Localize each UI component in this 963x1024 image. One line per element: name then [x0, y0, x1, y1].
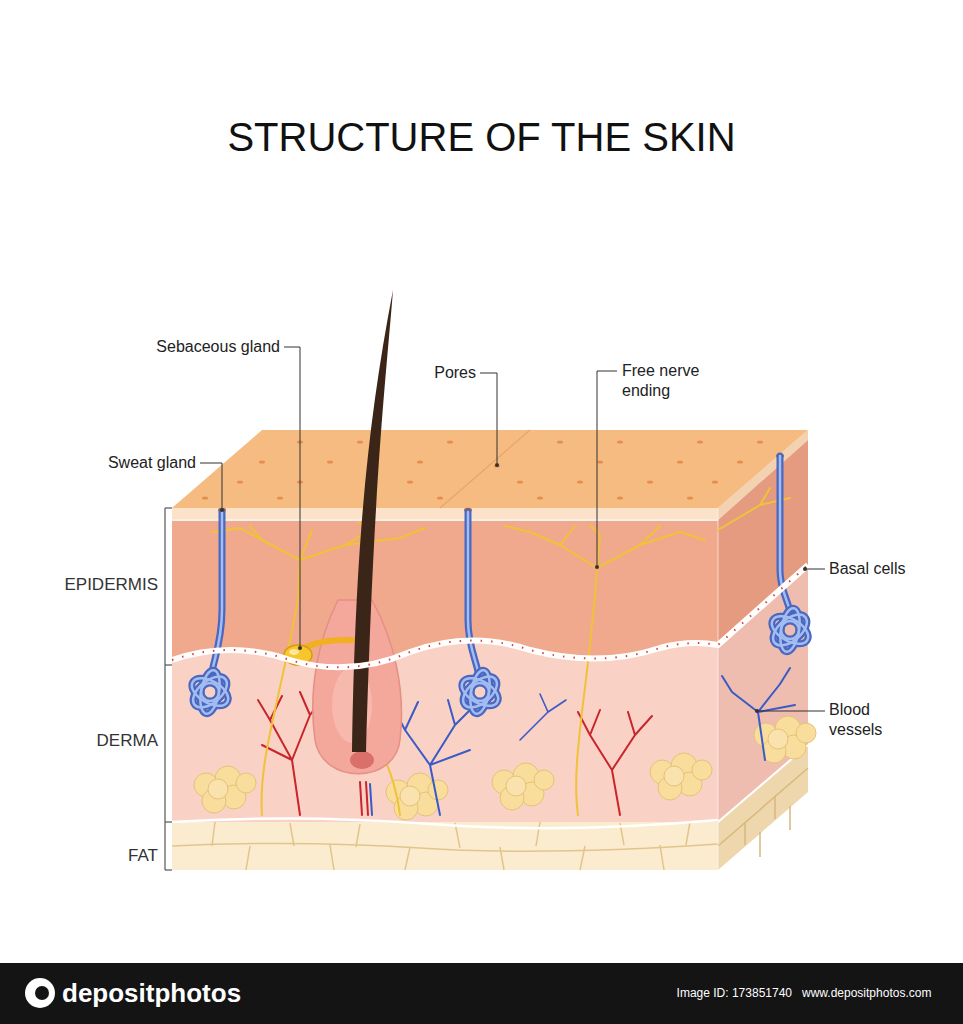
skin-surface — [172, 430, 808, 508]
fat-cells — [172, 822, 718, 870]
part-label: Sebaceous gland — [110, 337, 280, 357]
watermark: www.depositphotos.com — [802, 986, 957, 1001]
block-edge — [718, 508, 719, 870]
surface-crease — [440, 430, 530, 508]
dermis-fat-boundary — [172, 818, 718, 828]
stratum-corneum — [172, 508, 718, 520]
part-label: Blood vessels — [829, 700, 909, 740]
diagram-title: STRUCTURE OF THE SKIN — [0, 112, 963, 162]
sweat-gland-coil — [187, 669, 233, 715]
fat-lobule — [194, 766, 256, 813]
watermark: depositphotos — [62, 977, 262, 1010]
part-label: Sweat gland — [56, 453, 196, 473]
part-label: Free nerve ending — [622, 361, 722, 401]
hair-shaft — [352, 290, 393, 752]
right-fat-cells — [718, 768, 808, 857]
right-fat — [718, 745, 808, 870]
gland-highlight — [289, 649, 299, 655]
hair-papilla — [350, 751, 374, 769]
watermark-bar — [0, 963, 963, 1024]
fat-lobule — [650, 753, 712, 800]
logo-mark-inner — [35, 986, 49, 1000]
basal-layer — [172, 565, 808, 667]
basal-cells — [172, 565, 808, 667]
layer-boundary — [172, 519, 718, 521]
layer-label: DERMA — [20, 730, 158, 751]
watermark: Image ID: 173851740 — [600, 986, 792, 1001]
fat-lobule — [492, 763, 554, 810]
part-label: Pores — [396, 363, 476, 383]
nerves — [212, 488, 790, 815]
sweat-gland-coil — [767, 607, 813, 653]
part-label: Basal cells — [829, 559, 959, 579]
surface-pores — [202, 440, 784, 512]
sweat-ducts — [212, 456, 790, 672]
layer-label: EPIDERMIS — [20, 574, 158, 595]
leader-lines — [200, 347, 825, 713]
dermis-layer — [172, 520, 718, 822]
layer-label: FAT — [20, 845, 158, 866]
fat-layer — [172, 822, 718, 870]
sweat-gland-coil — [457, 669, 503, 715]
layer-bracket — [165, 508, 172, 870]
logo-mark — [25, 978, 55, 1008]
fat-lobule — [754, 716, 816, 763]
